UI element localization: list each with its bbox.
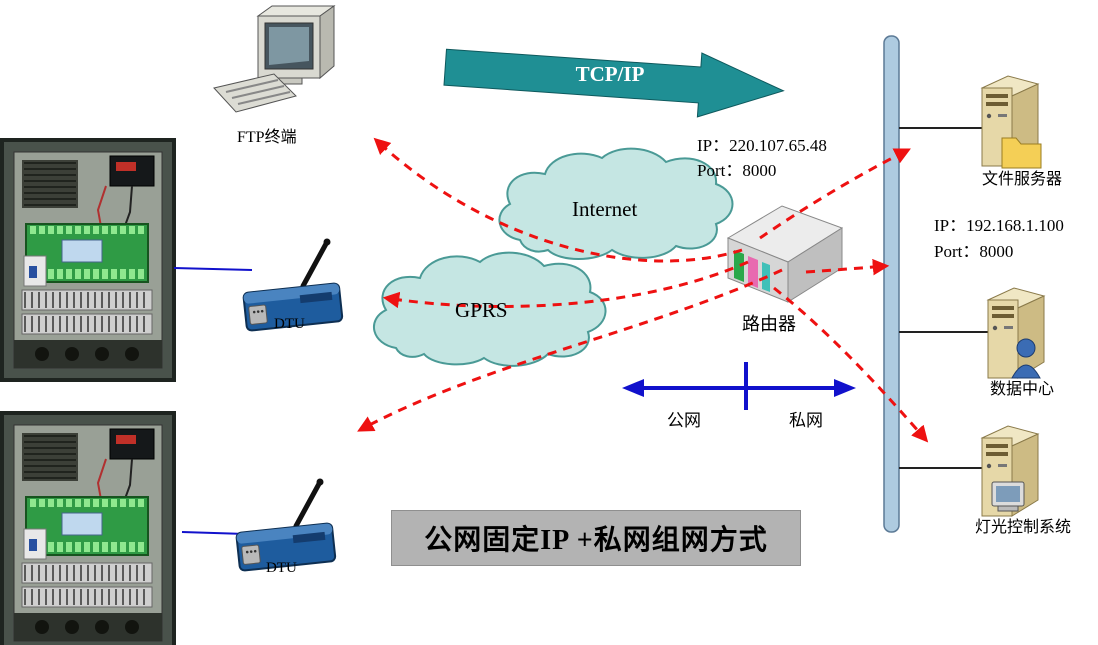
red-dashed-arrow-to-light-control — [773, 286, 929, 443]
gprs-label: GPRS — [455, 298, 508, 322]
data-center-icon — [987, 287, 1045, 379]
axis-left-arrowhead — [622, 379, 644, 397]
red-dashed-arrow-to-file-server — [759, 148, 911, 240]
ftp-terminal-icon — [213, 5, 335, 113]
router-icon — [726, 205, 844, 303]
link-cabinet-dtu-top — [173, 267, 253, 271]
router-port-label: Port：8000 — [697, 161, 777, 180]
data-center-label: 数据中心 — [990, 381, 1055, 398]
caption-box: 公网固定IP +私网组网方式 — [391, 510, 801, 566]
red-dashed-arrow-to-dtu-bottom — [357, 268, 783, 432]
lan-port-label: Port：8000 — [934, 242, 1014, 261]
red-dashed-arrow-to-ftp — [373, 137, 743, 263]
dtu-top-label: DTU — [274, 316, 305, 332]
axis-right-arrowhead — [834, 379, 856, 397]
person-icon — [1016, 338, 1036, 358]
public-private-axis — [622, 362, 856, 410]
dtu-bottom-label: DTU — [266, 560, 297, 576]
link-cabinet-dtu-bottom — [181, 531, 247, 535]
internet-cloud — [498, 147, 734, 260]
dtu-device-bottom — [236, 479, 335, 571]
private-net-label: 私网 — [789, 411, 823, 430]
folder-icon — [1001, 137, 1042, 169]
gprs-cloud — [373, 251, 607, 367]
lan-ip-label: IP：192.168.1.100 — [934, 216, 1064, 235]
backbone-bar — [883, 35, 900, 533]
red-dashed-arrow-to-backbone — [805, 258, 890, 276]
router-label: 路由器 — [742, 314, 796, 334]
light-control-label: 灯光控制系统 — [975, 519, 1072, 536]
ftp-terminal-label: FTP终端 — [237, 129, 297, 146]
internet-label: Internet — [572, 197, 638, 221]
router-ip-label: IP：220.107.65.48 — [697, 136, 827, 155]
control-cabinet-bottom — [2, 413, 174, 645]
tcp-ip-arrow — [443, 48, 785, 118]
red-dashed-arrow-to-dtu-top — [382, 260, 749, 309]
data-flow-arrows — [357, 137, 929, 443]
light-control-icon — [981, 425, 1039, 517]
public-net-label: 公网 — [667, 411, 701, 430]
control-cabinet-top — [2, 140, 174, 380]
file-server-icon — [981, 75, 1042, 169]
tcp-ip-label: TCP/IP — [575, 62, 645, 86]
file-server-label: 文件服务器 — [982, 171, 1063, 188]
